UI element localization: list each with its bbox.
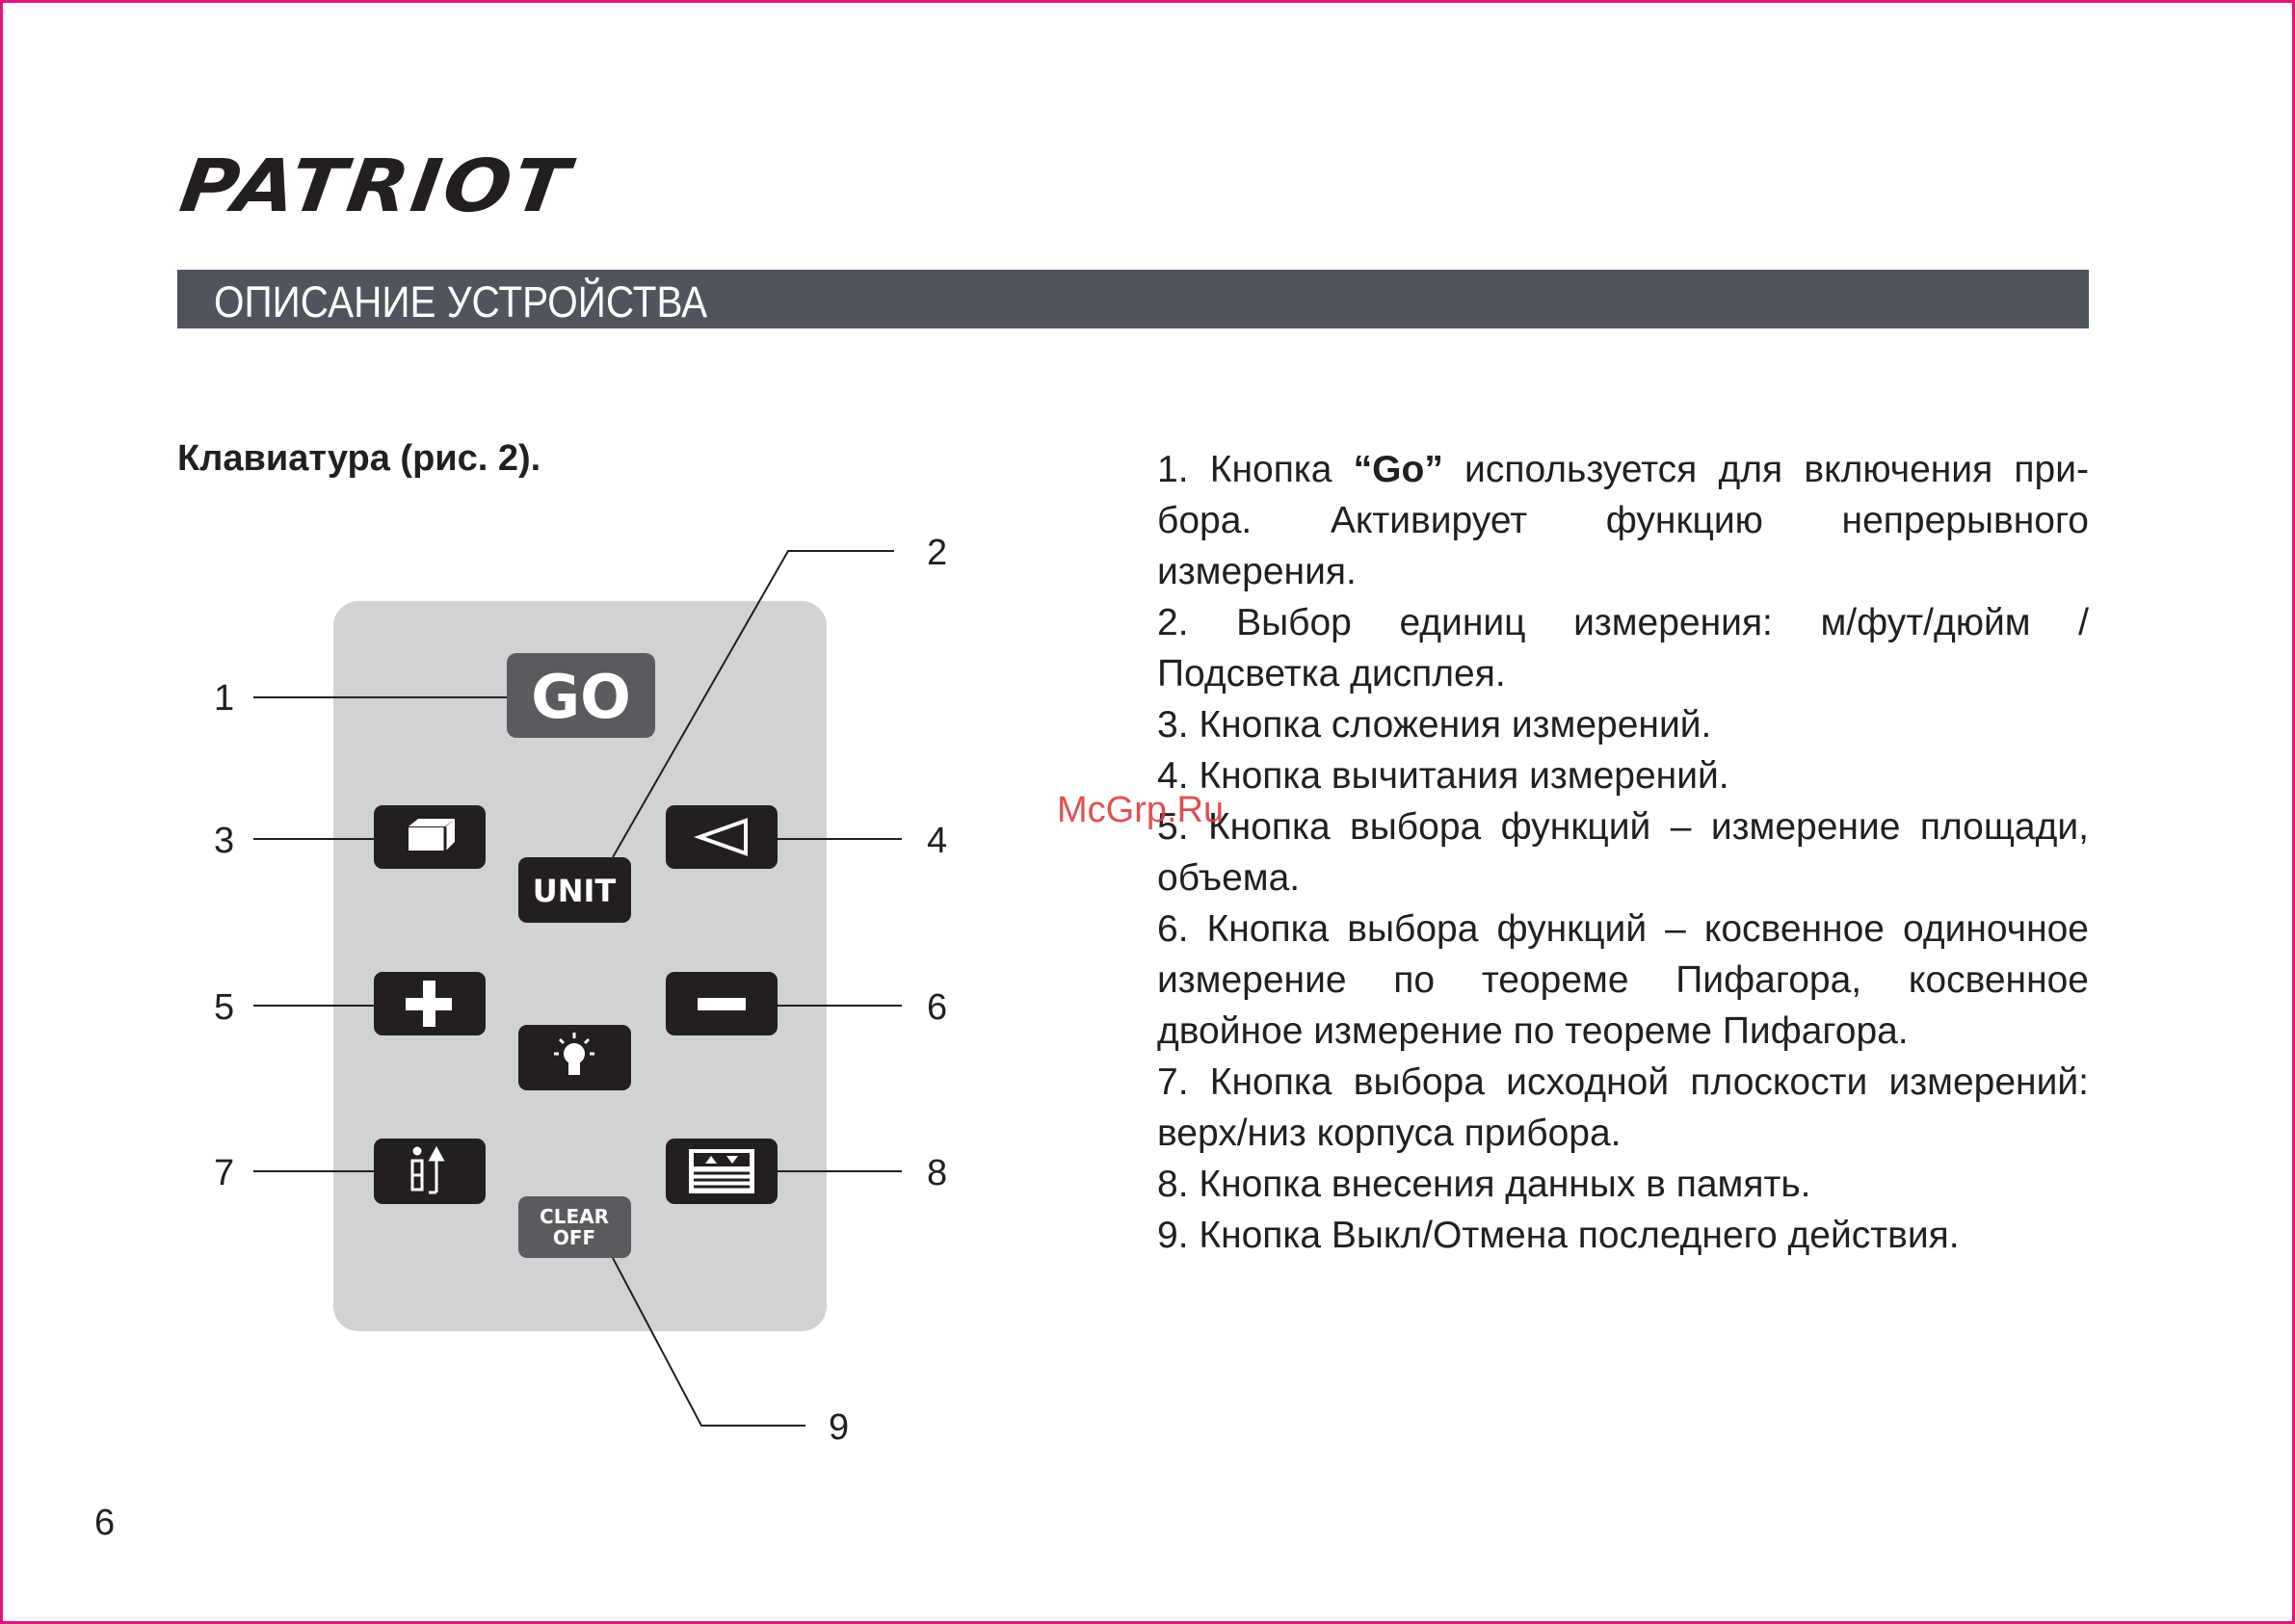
memory-list-icon	[689, 1149, 754, 1193]
callout-3: 3	[214, 821, 234, 861]
description-item-3: 3. Кнопка сложения измерений.	[1157, 704, 1712, 746]
section-header: ОПИСАНИЕ УСТРОЙСТВА	[177, 270, 2089, 328]
callout-6: 6	[927, 987, 947, 1028]
callout-8: 8	[927, 1153, 947, 1193]
callout-2: 2	[927, 533, 947, 573]
callout-5: 5	[214, 987, 234, 1028]
reference-plane-button[interactable]	[374, 1139, 486, 1204]
light-bulb-icon	[554, 1033, 594, 1075]
off-label: OFF	[553, 1226, 595, 1249]
callout-9: 9	[829, 1407, 849, 1448]
description-item-8: 8. Кнопка внесения данных в память.	[1157, 1164, 1811, 1205]
callout-line-2	[612, 550, 894, 858]
go-button[interactable]: GO	[507, 653, 655, 738]
go-bold-label: “Go”	[1353, 449, 1443, 490]
section-title: ОПИСАНИЕ УСТРОЙСТВА	[214, 277, 708, 327]
callout-4: 4	[927, 821, 947, 861]
callout-line-9	[612, 1257, 805, 1427]
description-item-4: 4. Кнопка вычитания измерений.	[1157, 755, 1729, 797]
minus-icon	[698, 998, 746, 1010]
area-volume-button[interactable]	[374, 805, 486, 869]
clear-label: CLEAR	[540, 1205, 609, 1228]
page-number: 6	[94, 1503, 116, 1543]
go-button-label: GO	[531, 662, 631, 732]
reference-plane-icon	[410, 1145, 445, 1194]
description-item-1: 1. Кнопка “Go” используется для включени…	[1157, 449, 2089, 592]
callout-1: 1	[214, 678, 234, 719]
pythagoras-button[interactable]	[666, 805, 778, 869]
backlight-button[interactable]	[518, 1025, 631, 1090]
description-item-9: 9. Кнопка Выкл/Отмена последнего действи…	[1157, 1215, 1960, 1256]
add-button[interactable]	[374, 972, 486, 1035]
subtract-button[interactable]	[666, 972, 778, 1035]
description-item-2: 2. Выбор единиц измерения: м/фут/дюйм / …	[1157, 602, 2089, 694]
callout-7: 7	[214, 1153, 234, 1193]
keyboard-title: Клавиатура (рис. 2).	[177, 438, 541, 479]
description-item-7: 7. Кнопка выбора исходной плоскости изме…	[1157, 1061, 2089, 1154]
memory-button[interactable]	[666, 1139, 778, 1204]
description-item-6: 6. Кнопка выбора функций – косвенное оди…	[1157, 908, 2089, 1052]
triangle-left-icon	[694, 818, 748, 856]
button-descriptions: 1. Кнопка “Go” используется для включени…	[1157, 444, 2089, 1261]
description-item-5: 5. Кнопка выбора функций – измерение пло…	[1157, 806, 2089, 899]
3d-box-icon	[409, 819, 455, 851]
watermark: McGrp.Ru	[1057, 790, 1225, 830]
plus-icon	[406, 981, 452, 1027]
clear-off-button[interactable]: CLEAR OFF	[518, 1196, 631, 1258]
unit-button-label: UNIT	[533, 873, 617, 909]
unit-button[interactable]: UNIT	[518, 857, 631, 923]
